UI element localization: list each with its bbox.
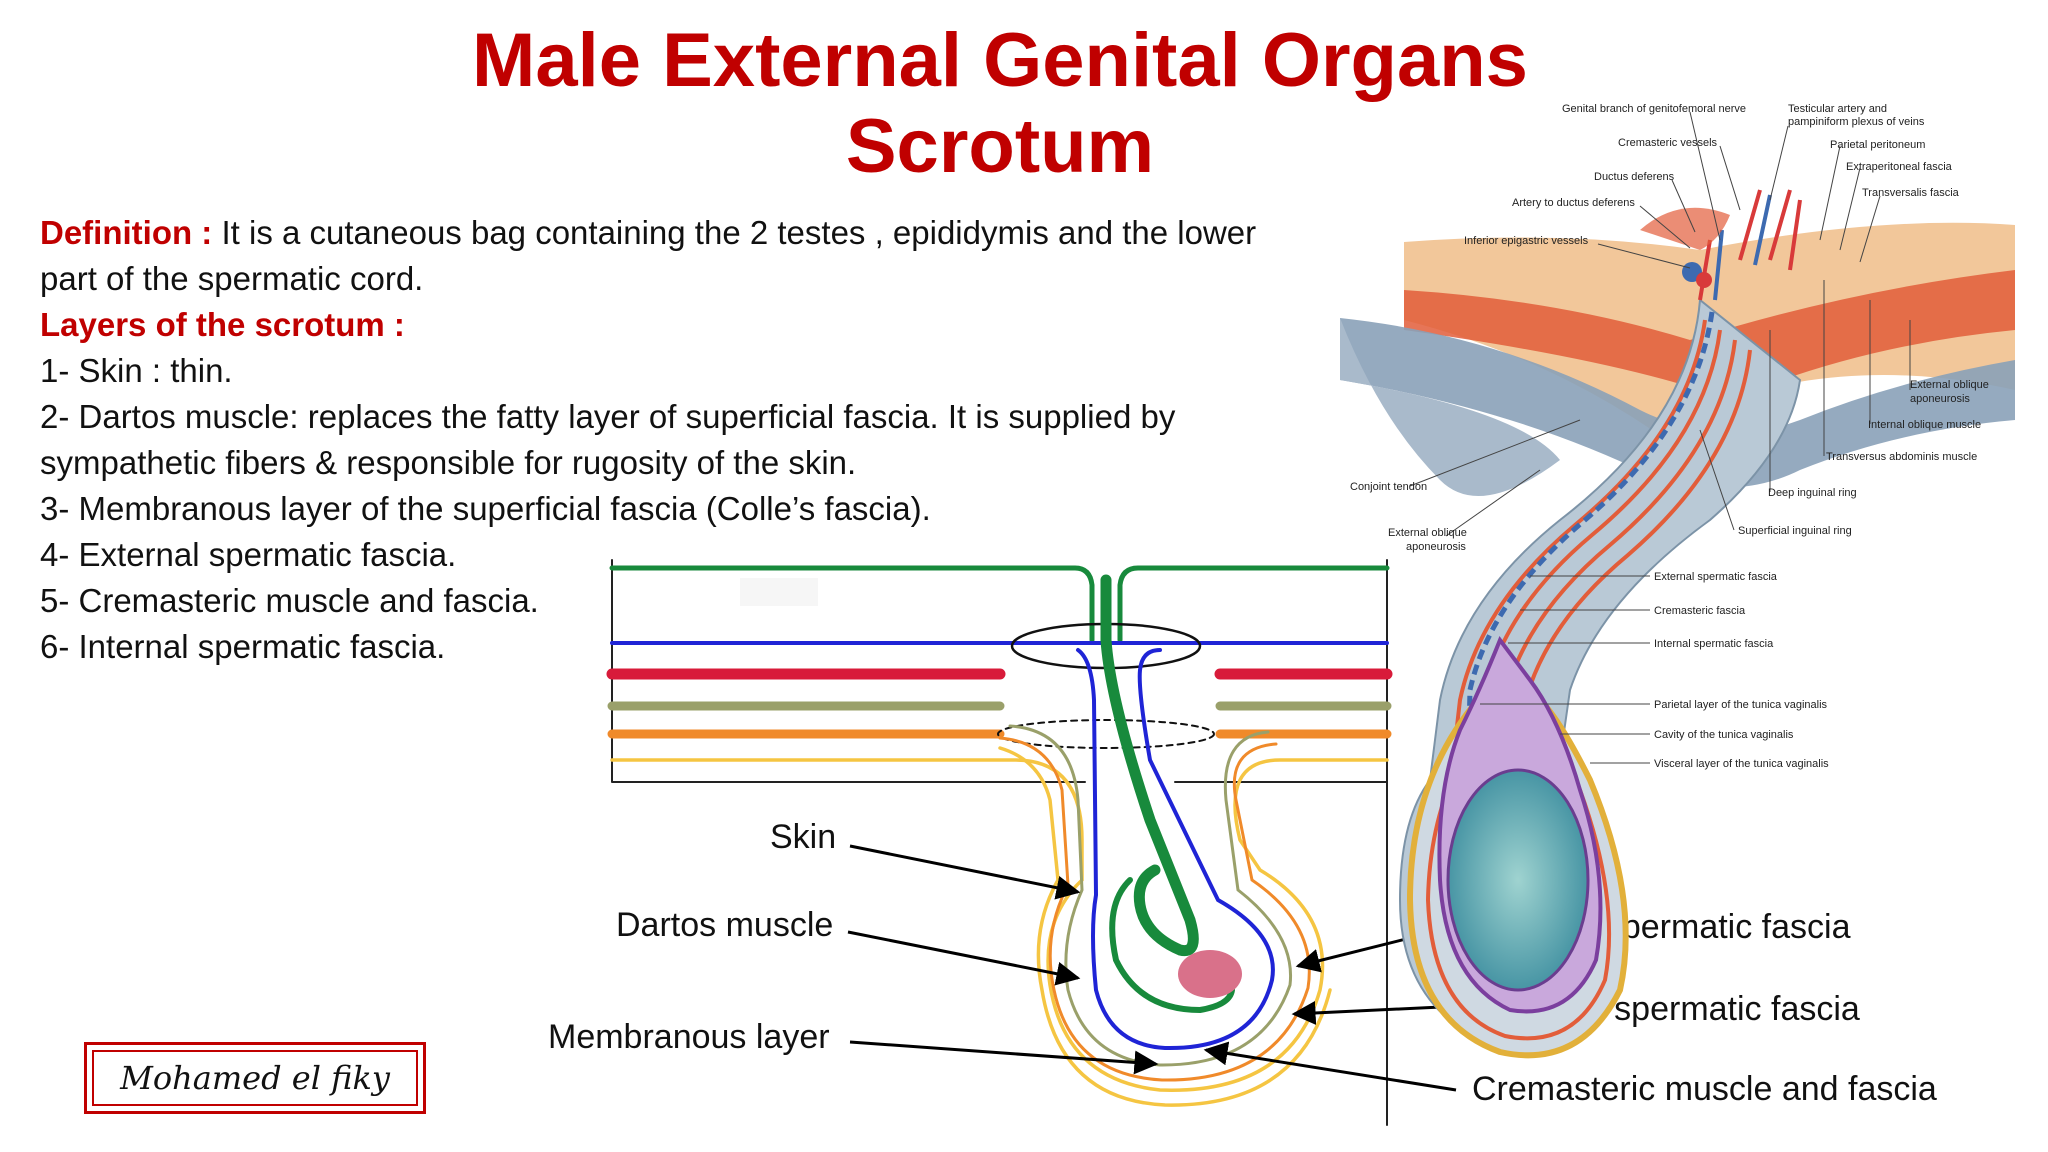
aponeurosis-layer xyxy=(1340,318,2015,488)
anat-testicular-2: pampiniform plexus of veins xyxy=(1788,116,1925,128)
schematic-testis xyxy=(1178,950,1242,998)
spermatic-cord-layers xyxy=(1450,319,1752,771)
anat-genital-branch: Genital branch of genitofemoral nerve xyxy=(1562,103,1746,115)
definition-text: It is a cutaneous bag containing the 2 t… xyxy=(40,214,1257,297)
anat-ext-oblique-1: External oblique xyxy=(1910,379,1989,391)
arrow-skin xyxy=(849,844,1081,900)
content-text-block: Definition : It is a cutaneous bag conta… xyxy=(40,210,1310,670)
layer-item-6: 6- Internal spermatic fascia. xyxy=(40,628,446,665)
aponeurosis-fan xyxy=(1340,318,1560,496)
anatomy-leader-lines xyxy=(1409,111,1911,764)
anat-parietal-tunica: Parietal layer of the tunica vaginalis xyxy=(1654,699,1828,711)
schematic-labels: Skin Dartos muscle Membranous layer Inte… xyxy=(548,818,1937,1108)
epigastric-vessel-red xyxy=(1696,272,1712,288)
anat-cremasteric-fascia: Cremasteric fascia xyxy=(1654,605,1746,617)
arrow-membranous xyxy=(849,1040,1159,1075)
testis-illustration xyxy=(1446,768,1590,992)
anat-int-spermatic: Internal spermatic fascia xyxy=(1654,638,1774,650)
author-signature-box: Mohamed el fiky xyxy=(84,1042,426,1114)
definition-paragraph: Definition : It is a cutaneous bag conta… xyxy=(40,210,1310,302)
anat-ext-oblique-2: aponeurosis xyxy=(1910,393,1970,405)
anat-transversus: Transversus abdominis muscle xyxy=(1826,451,1977,463)
schematic-blue-sac xyxy=(1076,648,1275,1051)
definition-label: Definition : xyxy=(40,214,213,251)
layer-item-4: 4- External spermatic fascia. xyxy=(40,536,457,573)
label-dartos: Dartos muscle xyxy=(616,906,833,944)
layer-item-1: 1- Skin : thin. xyxy=(40,352,233,389)
anat-deep-ring: Deep inguinal ring xyxy=(1768,487,1857,499)
top-vessels xyxy=(1698,189,1802,301)
spermatic-cord-vessels xyxy=(1465,311,1715,771)
arrow-dartos xyxy=(847,930,1081,986)
anat-transversalis: Transversalis fascia xyxy=(1862,187,1960,199)
arrow-cremasteric xyxy=(1203,1041,1457,1092)
layer-item-5: 5- Cremasteric muscle and fascia. xyxy=(40,582,539,619)
schematic-skin-line xyxy=(609,565,1390,643)
anat-internal-oblique: Internal oblique muscle xyxy=(1868,419,1981,431)
peritoneum-fold xyxy=(1640,207,1730,250)
anat-cavity-tunica: Cavity of the tunica vaginalis xyxy=(1654,729,1794,741)
schematic-blank-box xyxy=(740,578,818,606)
schematic-green-inner-loop xyxy=(1109,877,1235,1014)
page-title: Male External Genital Organs xyxy=(472,18,1528,103)
layer-item-3: 3- Membranous layer of the superficial f… xyxy=(40,490,931,527)
anat-cremasteric-vessels: Cremasteric vessels xyxy=(1618,137,1718,149)
schematic-olive-sac xyxy=(1008,724,1293,1067)
anat-superficial-ring: Superficial inguinal ring xyxy=(1738,525,1852,537)
label-skin: Skin xyxy=(770,818,836,856)
anat-artery-ductus: Artery to ductus deferens xyxy=(1512,197,1635,209)
author-signature: Mohamed el fiky xyxy=(92,1050,418,1106)
anat-ext-oblique-left-1: External oblique xyxy=(1388,527,1467,539)
anat-extraperitoneal: Extraperitoneal fascia xyxy=(1846,161,1953,173)
arrow-external xyxy=(1291,1000,1463,1025)
anat-conjoint: Conjoint tendon xyxy=(1350,481,1427,493)
anat-ductus: Ductus deferens xyxy=(1594,171,1675,183)
anat-inferior-epigastric: Inferior epigastric vessels xyxy=(1464,235,1589,247)
anat-parietal-peritoneum: Parietal peritoneum xyxy=(1830,139,1925,151)
layers-heading: Layers of the scrotum : xyxy=(40,306,405,343)
anat-testicular-1: Testicular artery and xyxy=(1788,103,1887,115)
inguinal-canal-illustration: Genital branch of genitofemoral nerve Te… xyxy=(1340,103,2015,1059)
schematic-yellow-sac-inner xyxy=(998,746,1332,1107)
schematic-dashed-ellipse xyxy=(997,719,1215,749)
page-subtitle: Scrotum xyxy=(845,104,1155,189)
label-cremasteric: Cremasteric muscle and fascia xyxy=(1472,1070,1937,1108)
top-vessels-blue xyxy=(1713,194,1772,301)
anat-visceral-tunica: Visceral layer of the tunica vaginalis xyxy=(1654,758,1829,770)
label-membranous: Membranous layer xyxy=(548,1018,830,1056)
anat-ext-spermatic: External spermatic fascia xyxy=(1654,571,1778,583)
anat-ext-oblique-left-2: aponeurosis xyxy=(1406,541,1466,553)
scrotum-layers-schematic xyxy=(606,559,1393,1126)
layer-item-2: 2- Dartos muscle: replaces the fatty lay… xyxy=(40,398,1176,481)
schematic-green-cord xyxy=(1100,574,1199,957)
